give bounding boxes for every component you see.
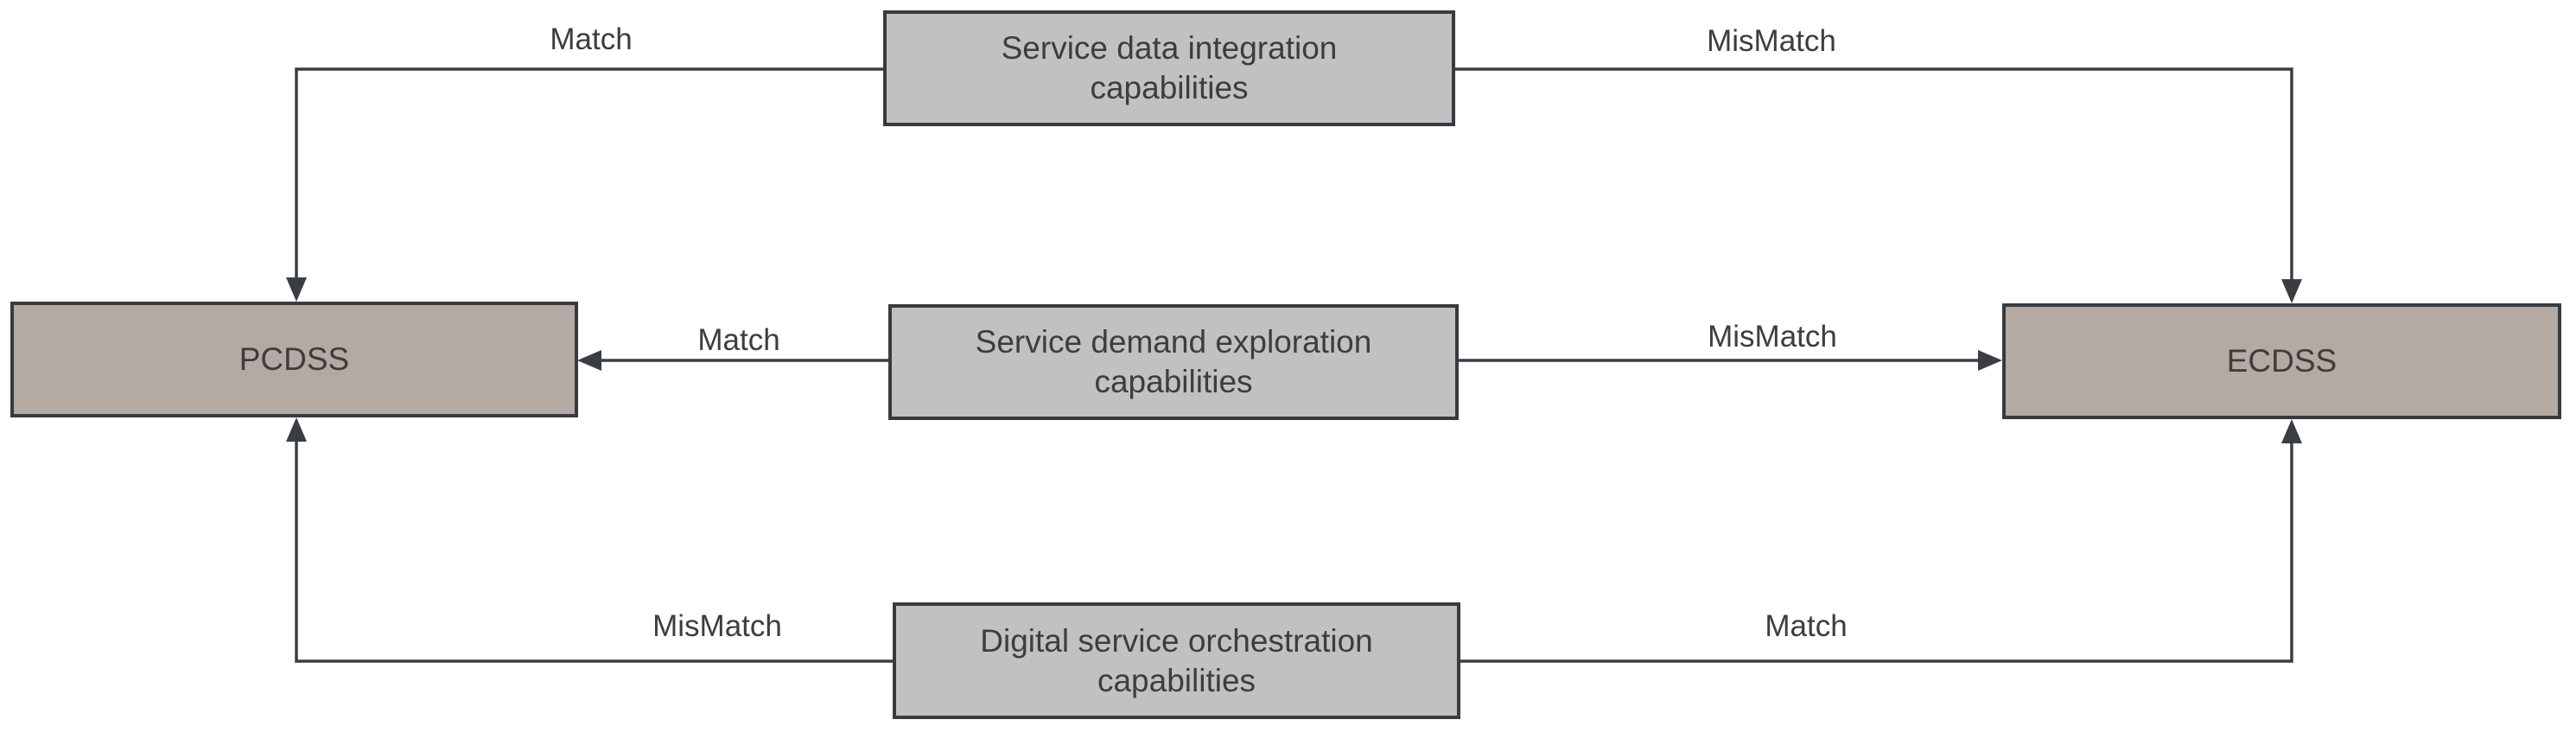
node-label: PCDSS	[239, 341, 350, 377]
edge-label-match-bottom-right: Match	[1765, 609, 1848, 643]
arrowhead-up-icon	[286, 417, 307, 442]
edge-exploration-to-pcdss	[577, 350, 888, 371]
edge-orchestration-to-ecdss	[1460, 419, 2302, 663]
node-digital-service-orchestration: Digital service orchestration capabiliti…	[893, 602, 1460, 719]
edge-label-mismatch-bottom-left: MisMatch	[652, 609, 782, 643]
node-service-data-integration: Service data integration capabilities	[883, 10, 1455, 126]
edge-label-mismatch-top-right: MisMatch	[1707, 24, 1836, 58]
arrowhead-left-icon	[577, 350, 601, 371]
node-service-demand-exploration: Service demand exploration capabilities	[888, 304, 1459, 420]
arrowhead-right-icon	[1978, 350, 2002, 371]
edge-label-match-top-left: Match	[550, 22, 633, 56]
edge-label-match-middle-left: Match	[697, 323, 780, 357]
arrowhead-down-icon	[286, 277, 307, 302]
edge-integration-to-pcdss	[286, 67, 883, 302]
arrowhead-up-icon	[2281, 419, 2302, 443]
node-label: ECDSS	[2226, 343, 2337, 379]
edge-integration-to-ecdss	[1455, 67, 2302, 303]
arrowhead-down-icon	[2281, 279, 2302, 303]
edge-orchestration-to-pcdss	[286, 417, 893, 663]
node-label: Digital service orchestration capabiliti…	[980, 622, 1373, 698]
node-ecdss: ECDSS	[2002, 303, 2561, 419]
node-label: Service data integration capabilities	[1001, 30, 1338, 105]
node-pcdss: PCDSS	[10, 302, 578, 417]
edge-exploration-to-ecdss	[1459, 350, 2002, 371]
edge-label-mismatch-middle-right: MisMatch	[1708, 320, 1837, 353]
node-label: Service demand exploration capabilities	[975, 324, 1372, 399]
